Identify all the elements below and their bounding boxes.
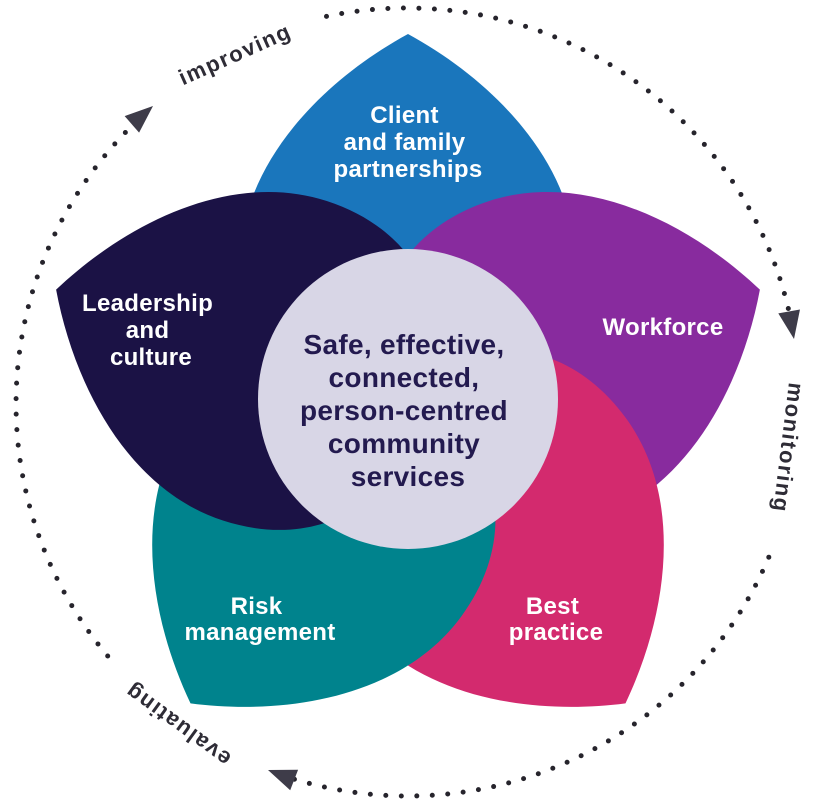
center-line: connected, bbox=[329, 362, 480, 393]
center-statement: Safe, effective, connected, person-centr… bbox=[300, 329, 516, 492]
center-line: Safe, effective, bbox=[304, 329, 505, 360]
label-line: practice bbox=[509, 619, 603, 646]
label-leadership-and-culture: Leadership and culture bbox=[82, 290, 220, 371]
cycle-arc-evaluating bbox=[277, 554, 772, 799]
center-line: community bbox=[328, 428, 480, 459]
label-client-and-family-partnerships: Client and family partnerships bbox=[334, 102, 483, 183]
label-risk-management: Risk management bbox=[184, 593, 335, 646]
label-line: partnerships bbox=[334, 156, 483, 183]
cycle-dotted-ring bbox=[13, 5, 794, 799]
label-line: management bbox=[184, 619, 335, 646]
label-line: and bbox=[126, 317, 170, 344]
cycle-label-monitoring: monitoring bbox=[768, 381, 809, 514]
cycle-arrows bbox=[124, 106, 800, 791]
cycle-label-improving: improving bbox=[175, 18, 295, 90]
label-line: Client bbox=[370, 102, 438, 129]
arrow-icon-monitoring bbox=[778, 309, 800, 339]
label-line: Workforce bbox=[603, 314, 724, 341]
center-line: services bbox=[351, 461, 466, 492]
label-line: Leadership bbox=[82, 290, 213, 317]
label-line: Risk bbox=[231, 593, 283, 620]
arrow-icon-improving bbox=[124, 106, 153, 133]
label-workforce: Workforce bbox=[603, 314, 724, 341]
label-best-practice: Best practice bbox=[509, 593, 603, 646]
label-line: Best bbox=[526, 593, 579, 620]
center-line: person-centred bbox=[300, 395, 508, 426]
arrow-icon-evaluating bbox=[268, 769, 299, 791]
center-circle bbox=[258, 249, 558, 549]
label-line: and family bbox=[344, 129, 466, 156]
cycle-arc-monitoring bbox=[324, 5, 794, 325]
label-line: culture bbox=[110, 344, 192, 371]
